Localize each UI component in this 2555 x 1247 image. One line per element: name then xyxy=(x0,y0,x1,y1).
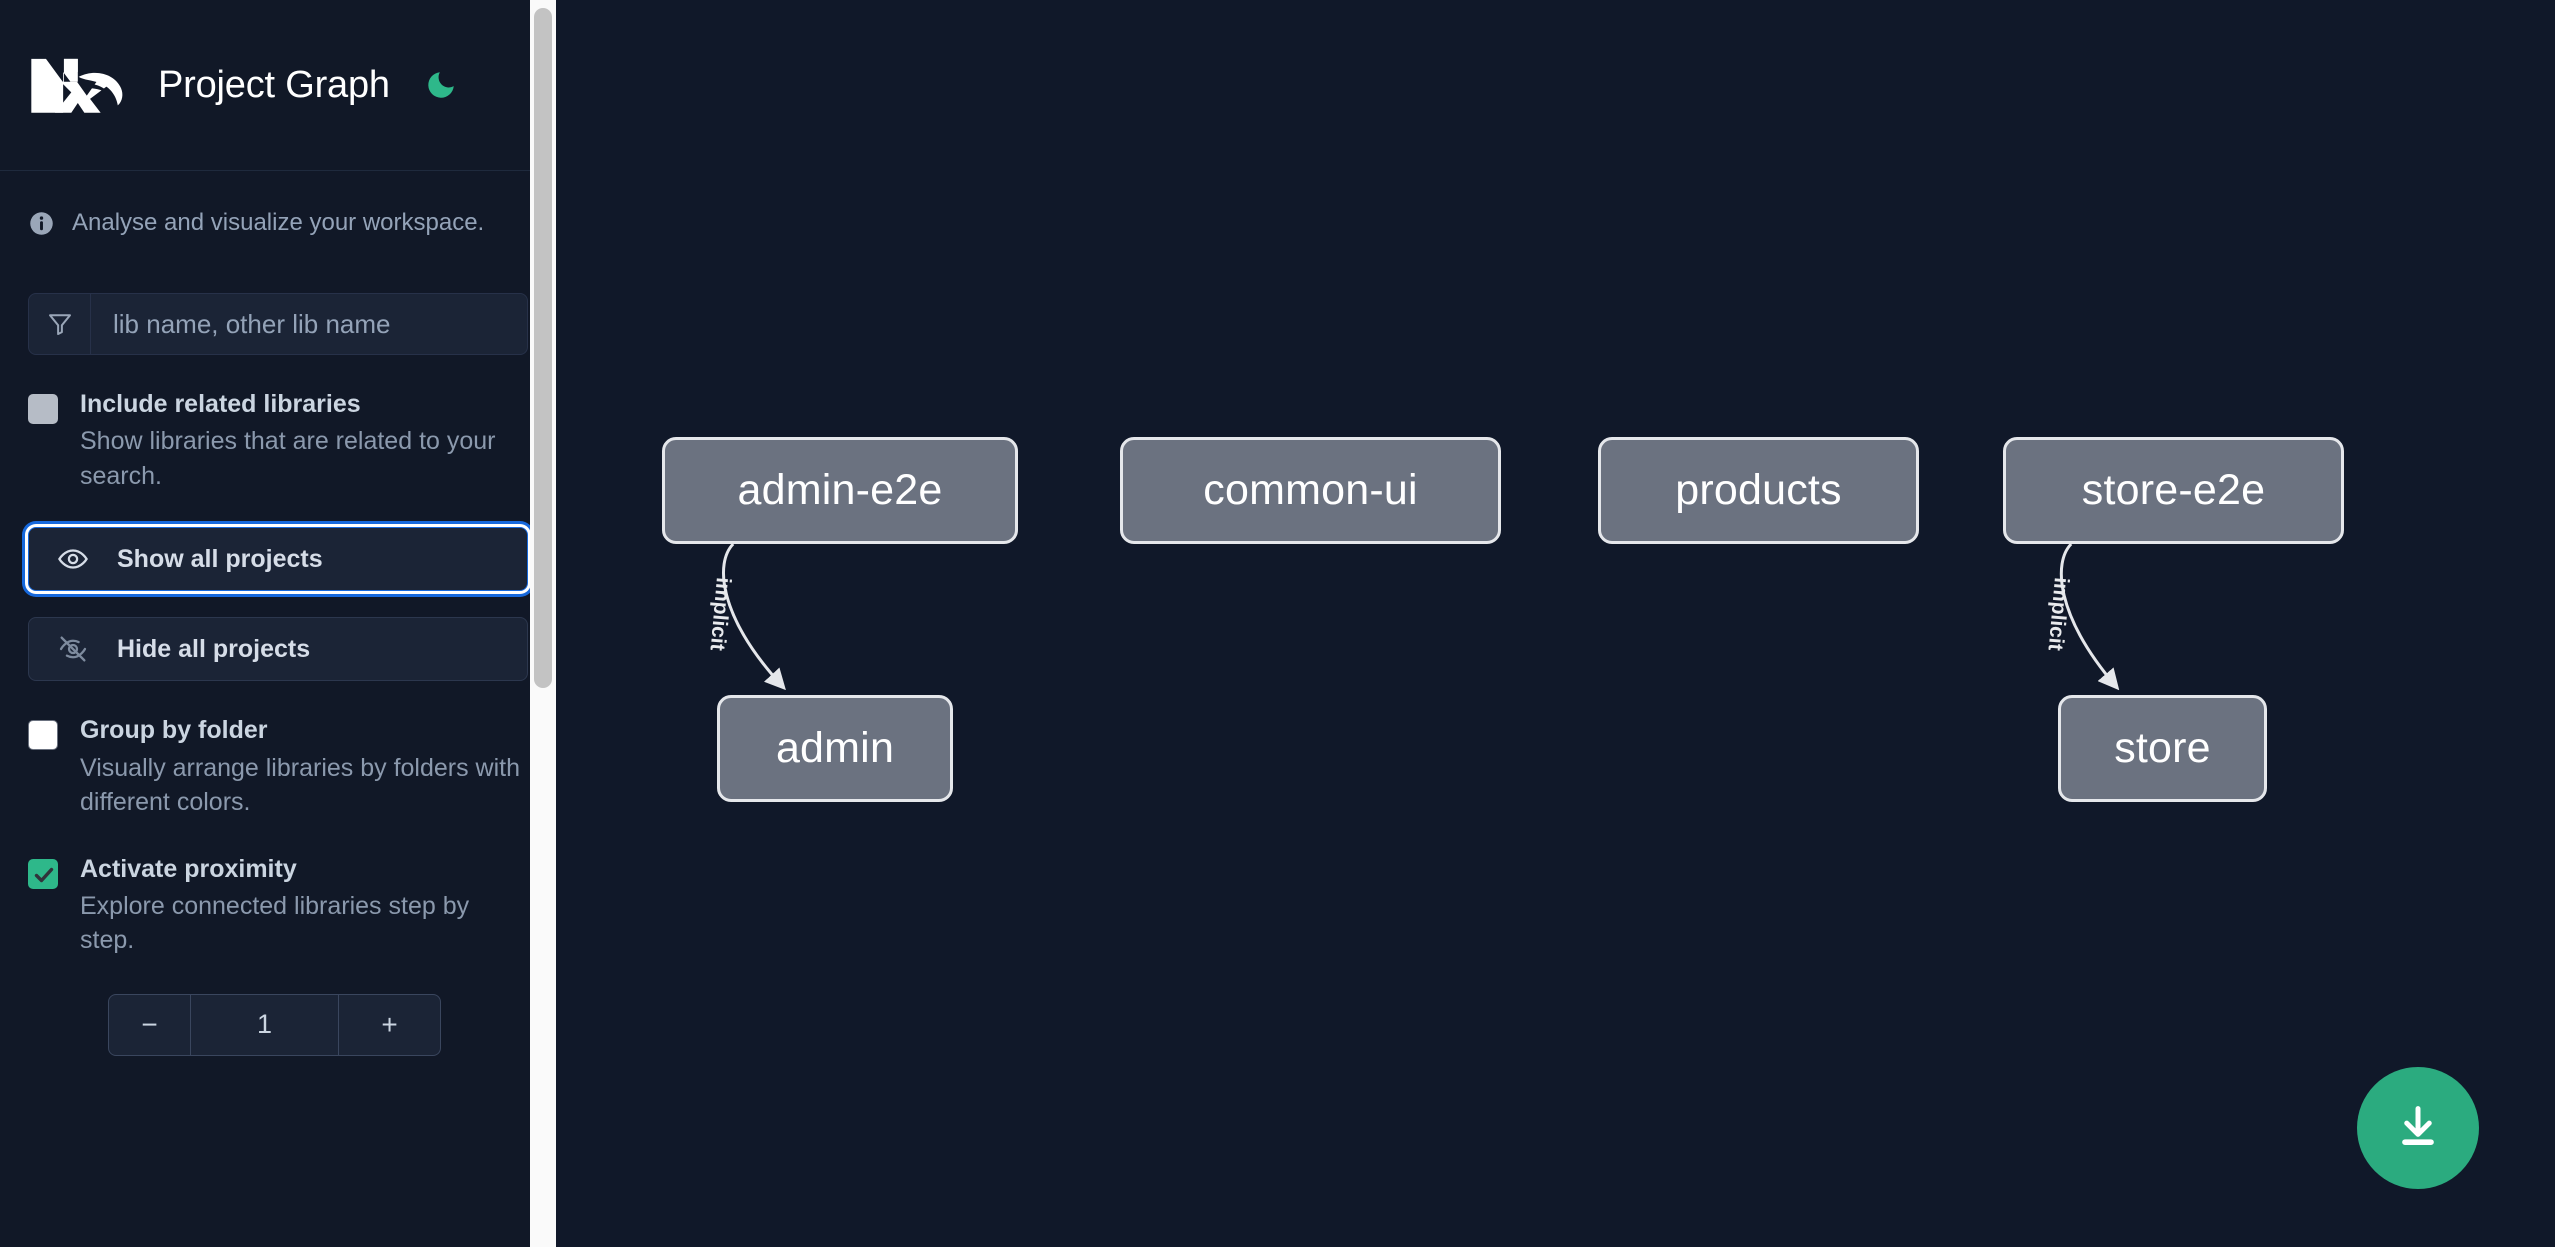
filter-row xyxy=(28,293,528,355)
option-description: Explore connected libraries step by step… xyxy=(80,891,470,955)
graph-node-label: store-e2e xyxy=(2081,466,2266,514)
show-all-projects-button[interactable]: Show all projects xyxy=(28,527,528,592)
option-description: Visually arrange libraries by folders wi… xyxy=(80,753,521,817)
graph-node-admin-e2e[interactable]: admin-e2e xyxy=(662,437,1018,544)
graph-edge-label: implicit xyxy=(2043,575,2074,652)
option-label: Activate proximity xyxy=(80,854,297,883)
option-description: Show libraries that are related to your … xyxy=(80,427,496,490)
graph-edges xyxy=(722,542,2120,691)
proximity-decrement-button[interactable]: − xyxy=(109,994,191,1055)
sidebar: Project Graph Analyse and visualize your… xyxy=(0,0,556,1247)
graph-node-store[interactable]: store xyxy=(2058,695,2267,802)
option-include-related-libraries[interactable]: Include related libraries Show libraries… xyxy=(28,389,528,493)
show-all-projects-label: Show all projects xyxy=(117,544,323,573)
tagline-text: Analyse and visualize your workspace. xyxy=(72,209,485,236)
graph-edge-admin-e2e-to-admin xyxy=(722,542,786,691)
graph-edge-label: implicit xyxy=(705,575,736,652)
proximity-value: 1 xyxy=(256,1009,273,1040)
tagline: Analyse and visualize your workspace. xyxy=(0,171,556,275)
graph-node-label: store xyxy=(2114,724,2211,772)
sidebar-body: Include related libraries Show libraries… xyxy=(0,293,556,1056)
graph-node-label: admin xyxy=(775,724,895,772)
hide-all-projects-button[interactable]: Hide all projects xyxy=(28,617,528,682)
page-title: Project Graph xyxy=(158,63,390,106)
info-icon xyxy=(28,210,55,237)
option-label: Include related libraries xyxy=(80,390,361,418)
proximity-stepper: − 1 + xyxy=(108,993,441,1056)
graph-node-label: admin-e2e xyxy=(737,466,943,514)
hide-all-projects-label: Hide all projects xyxy=(117,634,311,663)
download-button[interactable] xyxy=(2357,1067,2479,1189)
search-input[interactable] xyxy=(91,294,527,354)
group-by-folder-checkbox[interactable] xyxy=(28,720,58,751)
option-group-by-folder[interactable]: Group by folder Visually arrange librari… xyxy=(28,715,528,819)
option-label: Group by folder xyxy=(80,716,268,745)
nx-logo-icon xyxy=(28,54,126,116)
funnel-icon xyxy=(29,294,91,354)
graph-node-label: common-ui xyxy=(1203,466,1418,514)
download-icon xyxy=(2392,1101,2444,1156)
graph-node-label: products xyxy=(1675,466,1842,514)
eye-icon xyxy=(57,543,95,575)
sidebar-scrollbar[interactable] xyxy=(530,0,556,1247)
include-related-libraries-checkbox[interactable] xyxy=(28,394,58,424)
sidebar-header: Project Graph xyxy=(0,0,556,171)
option-activate-proximity[interactable]: Activate proximity Explore connected lib… xyxy=(28,854,528,958)
graph-node-products[interactable]: products xyxy=(1598,437,1919,544)
sidebar-scrollbar-thumb[interactable] xyxy=(534,8,552,688)
graph-canvas[interactable]: admin-e2e common-ui products store-e2e admin… xyxy=(556,0,2555,1247)
proximity-increment-button[interactable]: + xyxy=(338,994,440,1055)
moon-icon[interactable] xyxy=(420,64,462,106)
graph-node-common-ui[interactable]: common-ui xyxy=(1120,437,1501,544)
graph-node-admin[interactable]: admin xyxy=(717,695,953,802)
activate-proximity-checkbox[interactable] xyxy=(28,858,58,889)
eye-off-icon xyxy=(57,633,95,665)
graph-node-store-e2e[interactable]: store-e2e xyxy=(2003,437,2344,544)
